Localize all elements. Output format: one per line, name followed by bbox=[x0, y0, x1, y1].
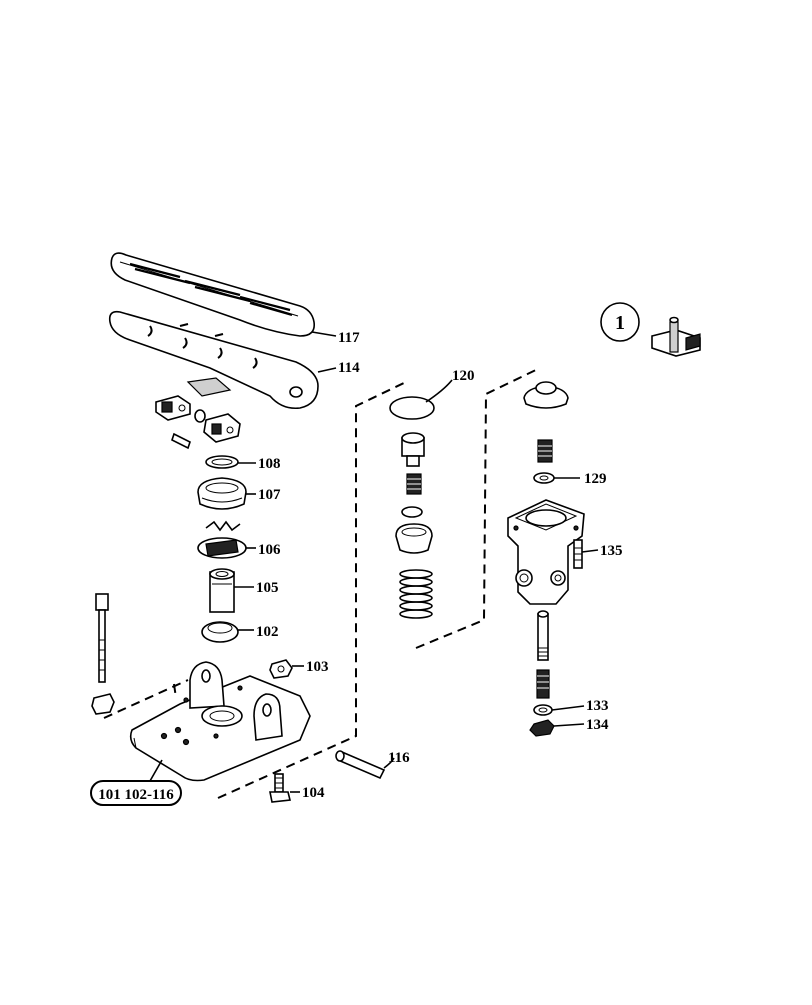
washer-133 bbox=[533, 704, 553, 716]
pin-small bbox=[171, 432, 191, 450]
bushing-105 bbox=[209, 568, 235, 613]
nut-134 bbox=[529, 719, 555, 737]
valve-cap bbox=[523, 381, 569, 409]
base-plate bbox=[129, 661, 311, 782]
callout-108: 108 bbox=[258, 456, 281, 472]
washer-small bbox=[194, 409, 206, 423]
callout-120: 120 bbox=[452, 368, 475, 384]
leader-lines bbox=[234, 331, 599, 793]
callout-102: 102 bbox=[256, 624, 279, 640]
plunger bbox=[401, 432, 425, 467]
washer-mid bbox=[401, 506, 423, 518]
callout-134: 134 bbox=[586, 717, 609, 733]
bolt-135 bbox=[573, 539, 583, 569]
spring-right-bottom bbox=[536, 669, 550, 699]
ring-102 bbox=[201, 621, 239, 643]
callout-105: 105 bbox=[256, 580, 279, 596]
callout-133: 133 bbox=[586, 698, 609, 714]
nut-103 bbox=[269, 659, 293, 679]
boot-107 bbox=[197, 477, 247, 510]
callout-135: 135 bbox=[600, 543, 623, 559]
washer-129 bbox=[533, 472, 555, 484]
reference-label: 101 102-116 bbox=[98, 787, 174, 803]
clevis-block-right bbox=[203, 413, 241, 443]
view-number: 1 bbox=[615, 312, 625, 334]
callout-129: 129 bbox=[584, 471, 607, 487]
nut-lower-left bbox=[91, 693, 115, 715]
valve-body bbox=[507, 499, 585, 605]
callout-116: 116 bbox=[388, 750, 410, 766]
callout-103: 103 bbox=[306, 659, 329, 675]
spring-clip-106 bbox=[197, 520, 247, 559]
dashed-boundary-right bbox=[415, 367, 541, 649]
pedal-lever-114 bbox=[108, 310, 319, 410]
callout-104: 104 bbox=[302, 785, 325, 801]
oring-120 bbox=[389, 396, 435, 420]
clevis-block-left bbox=[155, 395, 191, 421]
view-circle-symbol bbox=[600, 302, 640, 342]
callout-114: 114 bbox=[338, 360, 360, 376]
pad-plate bbox=[186, 377, 232, 397]
pin-116 bbox=[335, 750, 386, 780]
long-bolt bbox=[95, 593, 109, 683]
reference-label-box bbox=[90, 759, 182, 806]
pedal-pad-117 bbox=[110, 252, 316, 337]
callout-117: 117 bbox=[338, 330, 360, 346]
stem-right bbox=[537, 610, 549, 661]
ring-108 bbox=[205, 455, 239, 469]
callout-107: 107 bbox=[258, 487, 281, 503]
spring-large-mid bbox=[399, 569, 433, 619]
bolt-104 bbox=[269, 773, 291, 803]
dashed-boundary-left bbox=[103, 381, 407, 799]
callout-106: 106 bbox=[258, 542, 281, 558]
seat-mid bbox=[395, 523, 433, 554]
bracket-detail-icon bbox=[651, 316, 701, 357]
spring-right-top bbox=[537, 439, 553, 463]
spring-small-mid bbox=[406, 473, 422, 495]
